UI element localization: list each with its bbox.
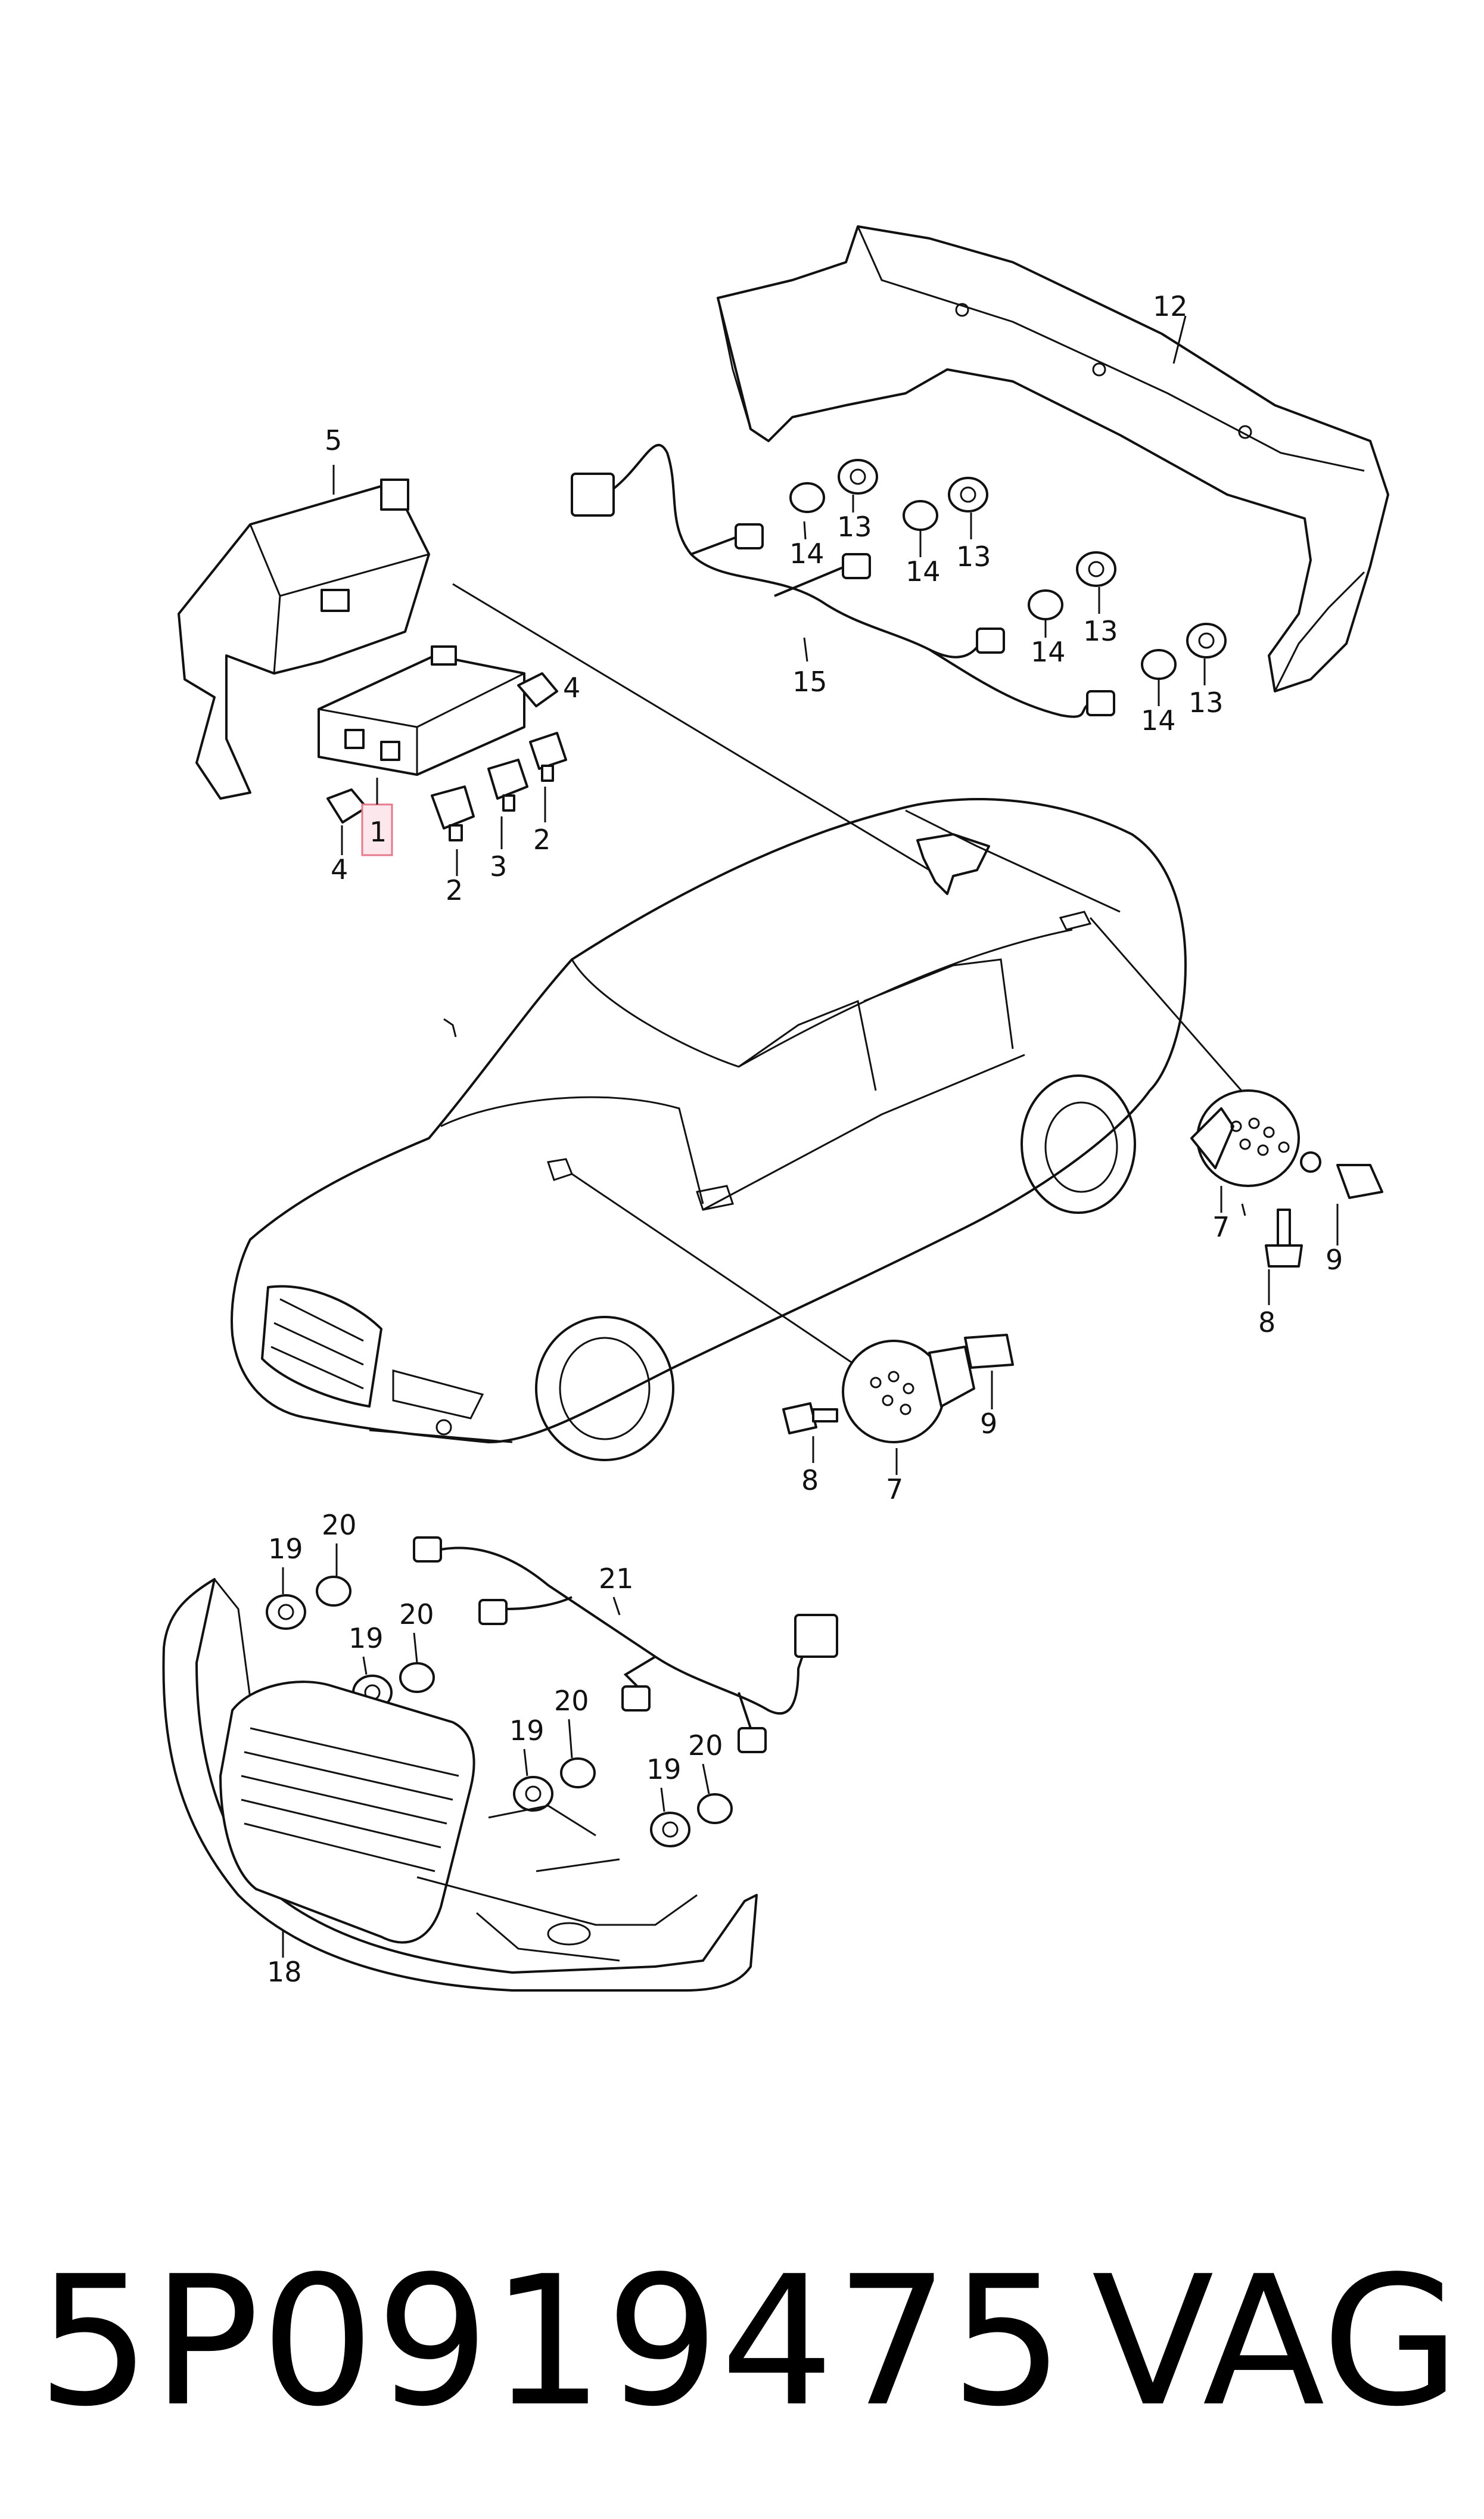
callout-19: 19 bbox=[349, 1622, 384, 1654]
rear-sensor-group-4 bbox=[1141, 623, 1227, 680]
front-bumper bbox=[162, 1578, 758, 1992]
callout-20: 20 bbox=[554, 1685, 589, 1717]
control-unit-connectors bbox=[431, 732, 567, 841]
callout-20: 20 bbox=[688, 1729, 723, 1762]
callout-4: 4 bbox=[331, 853, 348, 886]
callout-14: 14 bbox=[1031, 636, 1066, 668]
front-buzzer-connector bbox=[964, 1334, 1014, 1369]
rear-sensor-group-1 bbox=[789, 459, 878, 513]
callout-15: 15 bbox=[792, 666, 827, 698]
callout-19: 19 bbox=[646, 1753, 682, 1785]
mounting-bracket bbox=[178, 479, 430, 800]
callout-21: 21 bbox=[599, 1563, 634, 1595]
part-number: 5P0919475 bbox=[37, 2238, 1065, 2446]
front-sensor-group-4 bbox=[650, 1793, 733, 1847]
label-leaders bbox=[282, 495, 1339, 1958]
callout-14: 14 bbox=[789, 538, 825, 570]
callout-8: 8 bbox=[801, 1464, 819, 1496]
callout-9: 9 bbox=[980, 1408, 997, 1440]
callout-1: 1 bbox=[369, 816, 387, 848]
callout-7: 7 bbox=[1212, 1211, 1230, 1243]
callout-5: 5 bbox=[325, 424, 342, 456]
callout-20: 20 bbox=[322, 1509, 357, 1541]
callout-4: 4 bbox=[563, 672, 580, 704]
callout-18: 18 bbox=[267, 1956, 302, 1988]
callout-20: 20 bbox=[399, 1598, 434, 1630]
callout-2: 2 bbox=[533, 824, 550, 856]
callout-13: 13 bbox=[1189, 687, 1224, 719]
rear-sensor-group-2 bbox=[903, 477, 988, 531]
car-body bbox=[231, 797, 1187, 1461]
front-buzzer-bolt bbox=[782, 1402, 838, 1434]
callout-13: 13 bbox=[1083, 615, 1118, 647]
callout-13: 13 bbox=[837, 511, 872, 543]
front-buzzer bbox=[842, 1340, 975, 1443]
callout-labels: 1 2 2 3 4 4 5 7 7 8 8 9 9 12 13 13 13 13… bbox=[267, 290, 1343, 1988]
callout-3: 3 bbox=[490, 850, 507, 883]
callout-7: 7 bbox=[886, 1473, 903, 1505]
rear-buzzer-connector bbox=[1336, 1164, 1383, 1199]
front-wiring-harness bbox=[413, 1536, 838, 1753]
front-sensor-group-1 bbox=[266, 1576, 351, 1630]
callout-8: 8 bbox=[1258, 1306, 1275, 1338]
rear-bumper bbox=[717, 225, 1389, 692]
rear-sensor-group-3 bbox=[1028, 551, 1116, 620]
callout-14: 14 bbox=[1141, 704, 1176, 737]
callout-12: 12 bbox=[1153, 290, 1188, 322]
control-unit bbox=[318, 645, 525, 776]
rear-buzzer bbox=[1190, 1089, 1321, 1187]
callout-14: 14 bbox=[906, 555, 941, 588]
front-sensor-group-3 bbox=[513, 1757, 596, 1812]
callout-9: 9 bbox=[1326, 1244, 1343, 1276]
brand-label: VAG bbox=[1091, 2238, 1460, 2446]
callout-13: 13 bbox=[956, 541, 991, 573]
callout-19: 19 bbox=[268, 1533, 303, 1565]
callout-2: 2 bbox=[446, 874, 463, 906]
rear-wiring-harness bbox=[571, 443, 1115, 718]
rear-buzzer-bolt bbox=[1265, 1209, 1303, 1268]
callout-19: 19 bbox=[509, 1714, 545, 1747]
